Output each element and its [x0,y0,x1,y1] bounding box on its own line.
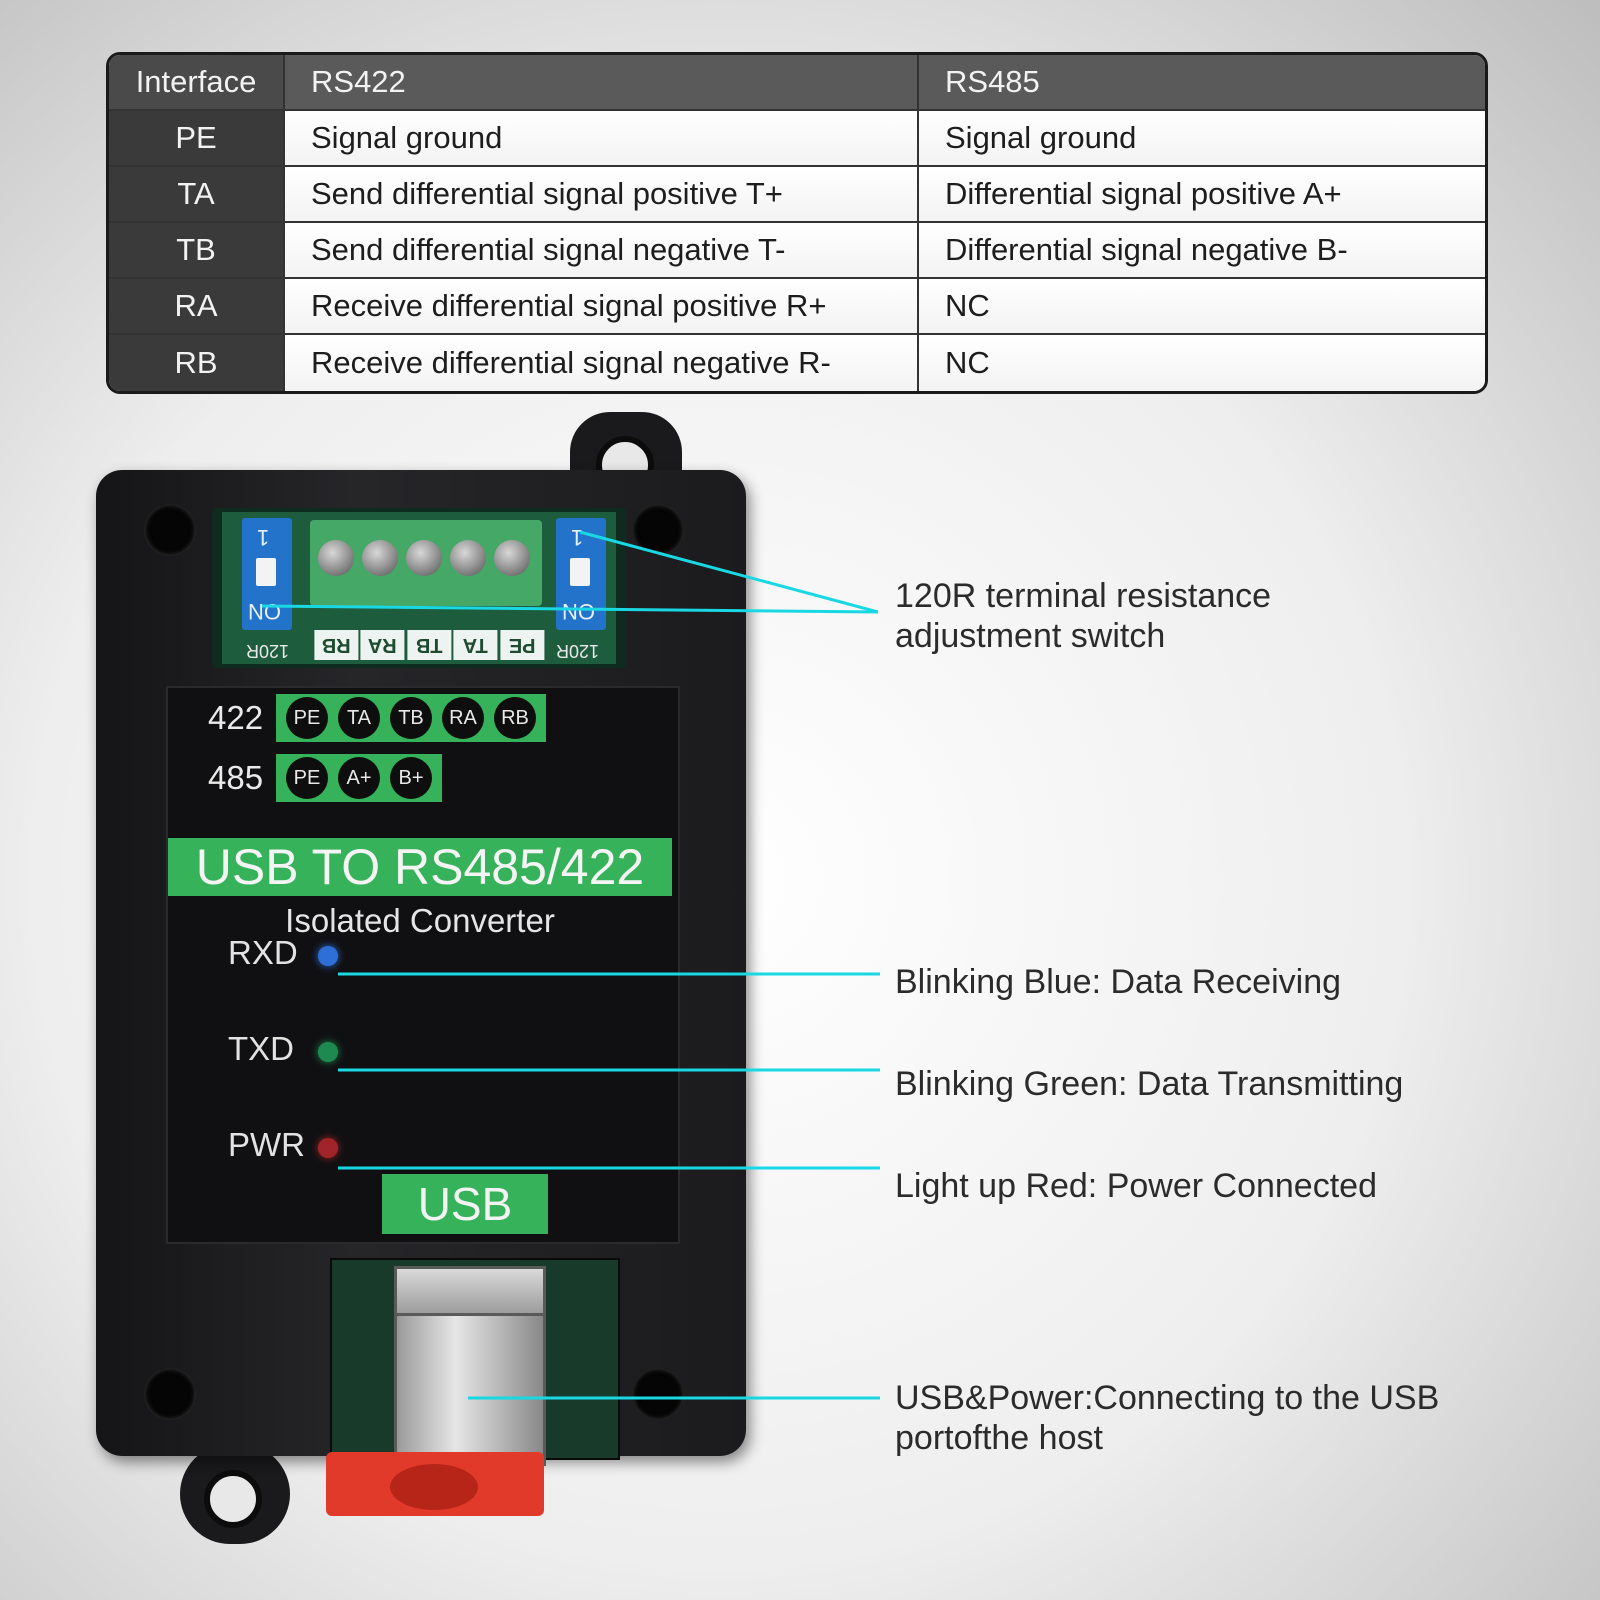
terminal-screw-icon[interactable] [406,540,442,576]
pin-dot: RB [494,697,536,739]
row-485-label: 485 [208,759,264,796]
terminal-screw-icon[interactable] [318,540,354,576]
table-cell-rs485: Differential signal negative B- [917,223,1485,279]
row-485: 485 PE A+ B+ [208,754,442,802]
pin-dot: A+ [338,757,380,799]
led-label-rxd: RXD [228,934,298,971]
callout-usb-line2: portofthe host [895,1419,1103,1457]
led-label-txd: TXD [228,1030,294,1067]
callout-switch: 120R terminal resistance adjustment swit… [895,576,1271,656]
table-cell-rs485: Signal ground [917,111,1485,167]
table-cell-rs422: Receive differential signal positive R+ [283,279,917,335]
terminal-screw-icon[interactable] [450,540,486,576]
callout-switch-line2: adjustment switch [895,617,1166,655]
table-cell-rs422: Receive differential signal negative R- [283,335,917,391]
screw-hole-icon [632,1368,684,1420]
pin-dot: RA [442,697,484,739]
callout-txd: Blinking Green: Data Transmitting [895,1065,1404,1103]
pin-dot: TB [390,697,432,739]
row-422: 422 PE TA TB RA RB [208,694,546,742]
table-cell-pin: TB [109,223,283,279]
pwr-led-icon [318,1138,338,1158]
led-label-pwr: PWR [228,1126,305,1163]
pin-dot: PE [286,697,328,739]
rxd-led-icon [318,946,338,966]
dip-knob[interactable] [256,558,276,586]
callout-switch-line1: 120R terminal resistance [895,577,1272,615]
table-cell-rs422: Send differential signal positive T+ [283,167,917,223]
callout-line-switch-right [579,530,879,614]
screw-hole-icon [144,1368,196,1420]
table-header-rs485: RS485 [917,55,1485,111]
row-485-pins: PE A+ B+ [276,754,442,802]
din-rail-clip-hole [390,1464,478,1510]
usb-label: USB [382,1174,548,1234]
table-cell-pin: TA [109,167,283,223]
callout-usb-line1: USB&Power:Connecting to the USB [895,1379,1440,1417]
screw-hole-icon [144,504,196,556]
table-cell-rs485: Differential signal positive A+ [917,167,1485,223]
device-title: USB TO RS485/422 [168,838,672,896]
dip-knob[interactable] [570,558,590,586]
table-cell-pin: RB [109,335,283,391]
dip-switch-left[interactable]: 1 ON [242,518,292,630]
pin-definition-table: Interface RS422 RS485 PE Signal ground S… [106,52,1488,394]
row-422-pins: PE TA TB RA RB [276,694,546,742]
row-422-label: 422 [208,699,264,736]
terminal-screw-icon[interactable] [494,540,530,576]
pin-dot: PE [286,757,328,799]
table-cell-pin: PE [109,111,283,167]
table-cell-rs485: NC [917,279,1485,335]
front-label-panel: 422 PE TA TB RA RB 485 PE A+ B+ USB TO R… [166,686,680,1244]
callout-pwr: Light up Red: Power Connected [895,1167,1377,1205]
table-cell-pin: RA [109,279,283,335]
pin-dot: TA [338,697,380,739]
callout-usb: USB&Power:Connecting to the USB portofth… [895,1378,1439,1458]
terminal-screw-icon[interactable] [362,540,398,576]
usb-port-shield [394,1266,546,1316]
device-subtitle: Isolated Converter [285,902,555,939]
pin-dot: B+ [390,757,432,799]
bottom-mount-hole [204,1470,262,1528]
terminal-block[interactable] [310,520,542,606]
txd-led-icon [318,1042,338,1062]
table-cell-rs422: Send differential signal negative T- [283,223,917,279]
table-header-interface: Interface [109,55,283,111]
table-cell-rs485: NC [917,335,1485,391]
table-cell-rs422: Signal ground [283,111,917,167]
callout-line-switch-left [261,604,879,614]
table-header-rs422: RS422 [283,55,917,111]
callout-rxd: Blinking Blue: Data Receiving [895,963,1342,1001]
